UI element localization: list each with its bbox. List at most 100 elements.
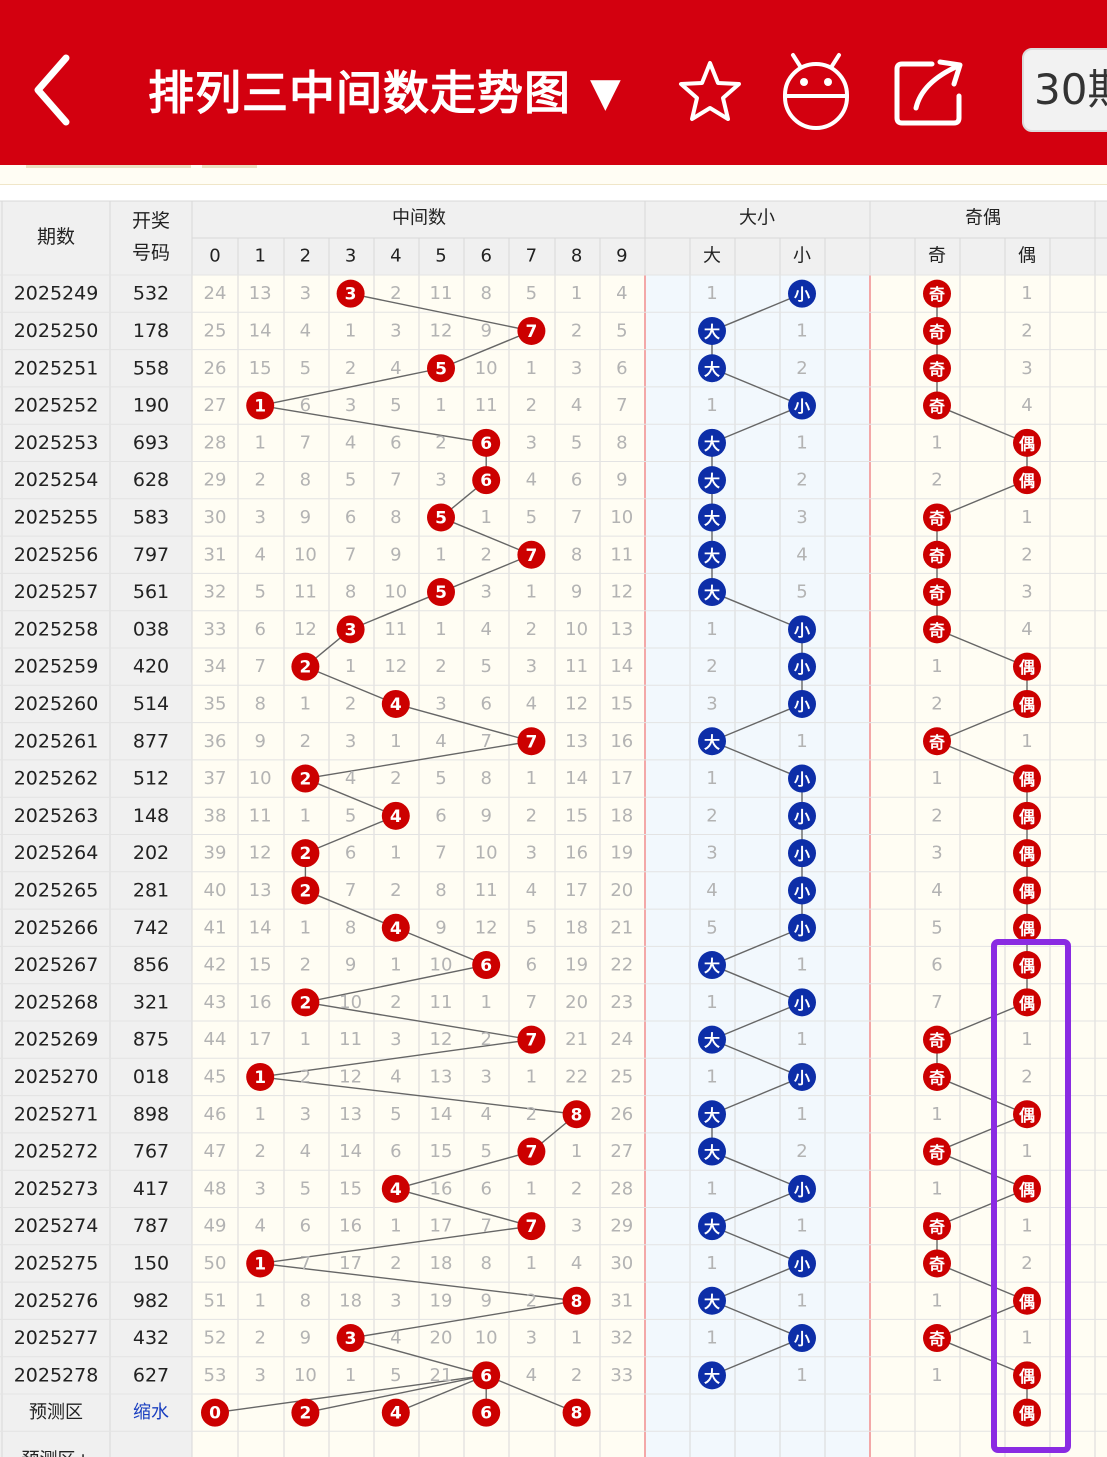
mid-trend-line xyxy=(305,815,397,854)
size-ball xyxy=(698,1286,726,1315)
mid-miss-count: 29 xyxy=(204,470,227,491)
parity-label: 偶 xyxy=(1019,1292,1035,1311)
mid-miss-count: 4 xyxy=(480,619,491,640)
predict-mid-label: 6 xyxy=(480,1404,492,1424)
size-trend-line xyxy=(711,1150,803,1190)
mid-miss-count: 11 xyxy=(339,1029,362,1050)
mid-miss-count: 2 xyxy=(390,880,401,901)
size-ball xyxy=(788,764,816,793)
mid-trend-line xyxy=(260,367,442,407)
mid-miss-count: 46 xyxy=(204,1104,227,1125)
mid-miss-count: 12 xyxy=(475,917,498,938)
mid-miss-count: 3 xyxy=(571,358,582,379)
mid-miss-count: 51 xyxy=(204,1290,227,1311)
mid-miss-count: 2 xyxy=(571,320,582,341)
size-label: 小 xyxy=(794,1255,810,1274)
size-miss-count: 2 xyxy=(796,470,807,491)
mid-miss-count: 2 xyxy=(526,619,537,640)
mid-miss-count: 2 xyxy=(435,656,446,677)
parity-ball xyxy=(1013,913,1041,942)
parity-ball xyxy=(923,540,951,569)
parity-trend-line xyxy=(936,740,1028,780)
strip-tab[interactable] xyxy=(26,165,191,168)
mid-number-ball xyxy=(246,391,275,420)
mid-miss-count: 2 xyxy=(571,1178,582,1199)
mid-miss-count: 1 xyxy=(300,693,311,714)
mid-trend-line xyxy=(305,740,532,780)
favorite-button[interactable] xyxy=(676,58,744,126)
mid-miss-count: 3 xyxy=(526,656,537,677)
mid-miss-count: 1 xyxy=(571,1328,582,1349)
parity-miss-count: 1 xyxy=(1021,1328,1032,1349)
period-cell: 2025255 xyxy=(14,506,99,528)
digit-header: 0 xyxy=(209,246,220,267)
parity-ball xyxy=(1013,1100,1041,1129)
shrink-link[interactable]: 缩水 xyxy=(133,1402,169,1423)
size-ball xyxy=(788,1249,816,1278)
draw-number-cell: 178 xyxy=(133,320,169,342)
mid-trend-line xyxy=(395,1150,532,1190)
mid-number-ball xyxy=(336,279,365,308)
assistant-button[interactable] xyxy=(780,50,852,132)
mid-number-label: 2 xyxy=(299,844,311,864)
parity-ball xyxy=(923,1249,951,1278)
parity-ball xyxy=(923,503,951,532)
parity-ball xyxy=(923,1025,951,1054)
parity-label: 奇 xyxy=(929,546,945,565)
mid-miss-count: 5 xyxy=(480,656,491,677)
mid-number-ball xyxy=(517,727,546,756)
mid-trend-line xyxy=(395,703,532,742)
mid-miss-count: 5 xyxy=(390,1104,401,1125)
page-title[interactable]: 排列三中间数走势图 xyxy=(148,66,571,120)
size-trend-line xyxy=(711,404,803,444)
mid-number-ball xyxy=(291,988,320,1017)
mid-number-ball xyxy=(336,1324,365,1353)
period-cell: 2025274 xyxy=(14,1215,99,1237)
parity-ball xyxy=(1013,951,1041,980)
mid-miss-count: 33 xyxy=(610,1365,633,1386)
size-label: 小 xyxy=(794,919,810,938)
mid-number-label: 4 xyxy=(390,919,402,939)
period-count-button[interactable]: 30期 xyxy=(1022,48,1107,132)
strip-tab[interactable] xyxy=(202,165,257,168)
parity-miss-count: 2 xyxy=(931,470,942,491)
triangle-down-icon[interactable]: ▼ xyxy=(590,70,621,116)
mid-number-label: 3 xyxy=(345,1329,357,1349)
period-cell: 2025273 xyxy=(14,1178,99,1200)
mid-miss-count: 6 xyxy=(254,619,265,640)
parity-label: 奇 xyxy=(929,1031,945,1050)
mid-miss-count: 22 xyxy=(565,1066,588,1087)
mid-number-label: 3 xyxy=(345,620,357,640)
parity-miss-count: 1 xyxy=(1021,1216,1032,1237)
mid-number-label: 1 xyxy=(254,397,266,417)
period-cell: 2025275 xyxy=(14,1252,99,1274)
mid-miss-count: 11 xyxy=(249,805,272,826)
mid-miss-count: 4 xyxy=(254,1216,265,1237)
size-ball xyxy=(788,988,816,1017)
mid-miss-count: 43 xyxy=(204,992,227,1013)
draw-number-cell: 856 xyxy=(133,954,169,976)
back-button[interactable] xyxy=(30,50,80,130)
size-miss-count: 2 xyxy=(706,805,717,826)
parity-ball xyxy=(923,1324,951,1353)
mid-miss-count: 29 xyxy=(610,1216,633,1237)
predict-mid-line xyxy=(214,1374,487,1414)
mid-miss-count: 18 xyxy=(430,1253,453,1274)
mid-miss-count: 4 xyxy=(345,432,356,453)
mid-miss-count: 22 xyxy=(610,955,633,976)
parity-ball xyxy=(923,615,951,644)
mid-miss-count: 19 xyxy=(430,1290,453,1311)
period-cell: 2025256 xyxy=(14,544,99,566)
size-trend-line xyxy=(711,1300,803,1339)
draw-number-cell: 038 xyxy=(133,618,169,640)
size-trend-line xyxy=(711,703,803,742)
mid-miss-count: 5 xyxy=(616,320,627,341)
draw-number-cell: 018 xyxy=(133,1066,169,1088)
size-label: 小 xyxy=(794,845,810,864)
col-header-draw: 号码 xyxy=(132,242,170,264)
mid-miss-count: 1 xyxy=(254,1104,265,1125)
mid-miss-count: 27 xyxy=(204,395,227,416)
mid-miss-count: 5 xyxy=(300,1178,311,1199)
mid-miss-count: 7 xyxy=(480,1216,491,1237)
share-button[interactable] xyxy=(892,56,968,128)
